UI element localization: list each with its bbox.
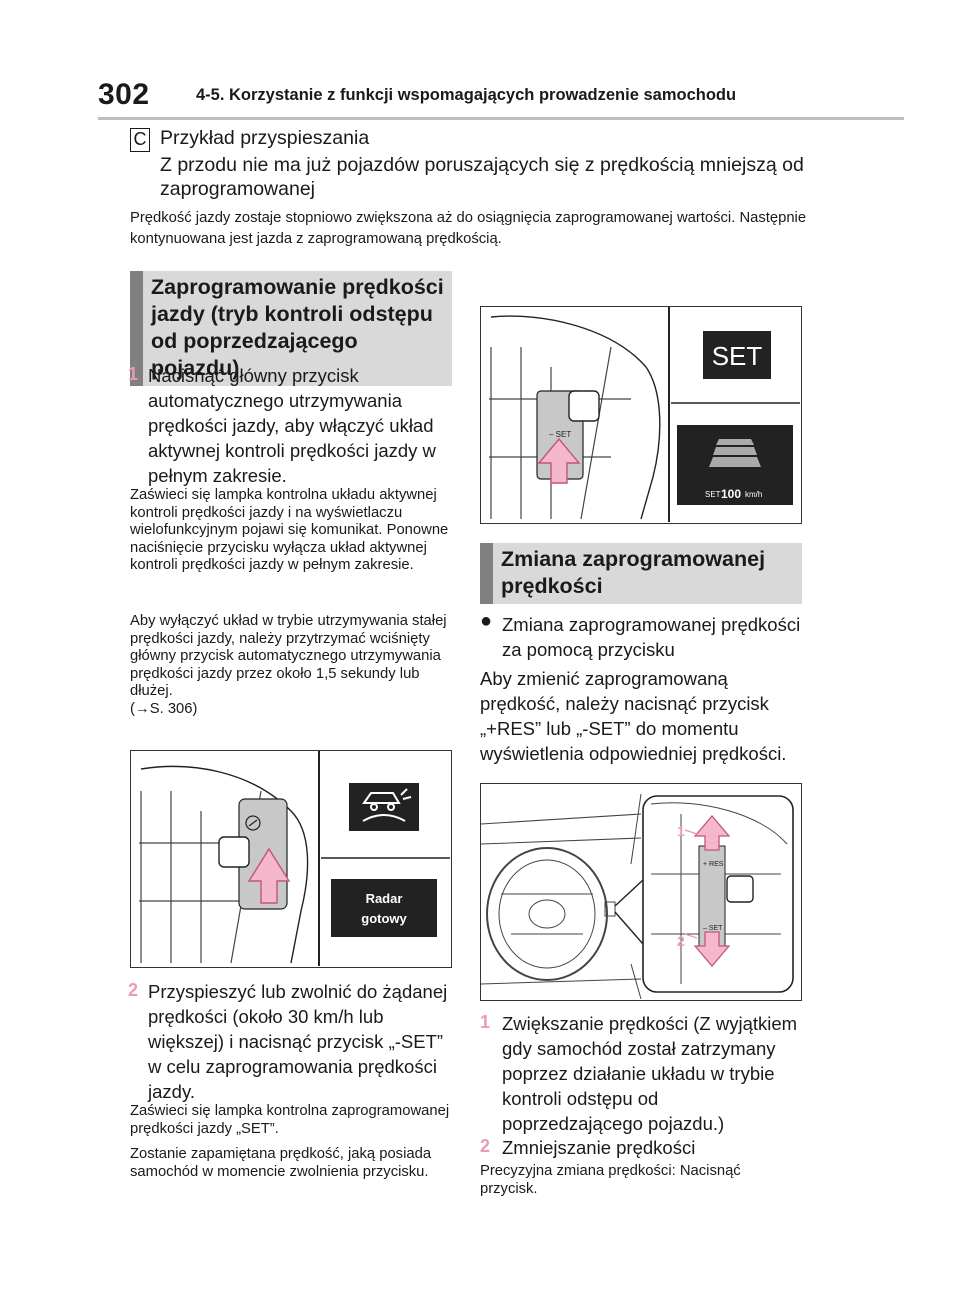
bullet-text: Zmiana zaprogramowanej prędkości za pomo… bbox=[502, 614, 801, 660]
set-button-label: – SET bbox=[703, 925, 723, 932]
step-text: Przyspieszyć lub zwolnić do żądanej pręd… bbox=[148, 981, 448, 1102]
example-description: Z przodu nie ma już pojazdów poruszający… bbox=[160, 154, 804, 200]
step-note: Zostanie zapamiętana prędkość, jaką posi… bbox=[130, 1146, 432, 1180]
display-unit: km/h bbox=[745, 490, 762, 499]
step-number: 2 bbox=[128, 980, 139, 1000]
figure-main-switch: Radar gotowy bbox=[130, 750, 452, 968]
display-set-label: SET bbox=[705, 490, 721, 499]
chapter-title: 4-5. Korzystanie z funkcji wspomagającyc… bbox=[196, 86, 737, 104]
section-heading-programming: Zaprogramowanie prędkości jazdy (tryb ko… bbox=[130, 271, 452, 386]
step-note: Zaświeci się lampka kontrolna zaprogramo… bbox=[130, 1103, 450, 1137]
page-number: 302 bbox=[98, 78, 150, 111]
item-text: Zmniejszanie prędkości bbox=[502, 1137, 696, 1158]
step-number: 1 bbox=[128, 364, 139, 384]
item-number: 1 bbox=[480, 1012, 491, 1032]
step-note: Zaświeci się lampka kontrolna układu akt… bbox=[130, 487, 449, 573]
set-button-label: – SET bbox=[549, 430, 571, 439]
step-note: Aby wyłączyć układ w trybie utrzymywania… bbox=[130, 613, 452, 718]
set-indicator-text: SET bbox=[712, 341, 763, 371]
item-text: Zwiększanie prędkości (Z wyjątkiem gdy s… bbox=[502, 1013, 798, 1134]
step-text: Nacisnąć główny przycisk automatycznego … bbox=[148, 365, 436, 486]
res-button-label: + RES bbox=[703, 861, 724, 868]
figure-res-set-switch: + RES – SET 1 2 bbox=[480, 783, 802, 1001]
callout-1: 1 bbox=[677, 823, 685, 839]
callout-2: 2 bbox=[677, 933, 685, 949]
cruise-radar-icon bbox=[245, 815, 261, 831]
step-note-text: Aby wyłączyć układ w trybie utrzymywania… bbox=[130, 613, 447, 699]
figure-set-switch: – SET SET SET 100 km/h bbox=[480, 306, 802, 524]
example-note: Prędkość jazdy zostaje stopniowo zwiększ… bbox=[130, 210, 807, 247]
header-divider bbox=[98, 117, 904, 120]
radar-cruise-indicator bbox=[349, 783, 419, 831]
section-heading-change-speed: Zmiana zaprogramowanej prędkości bbox=[480, 543, 802, 604]
up-arrow-icon bbox=[693, 814, 731, 851]
press-arrow-icon bbox=[537, 437, 581, 484]
down-arrow-icon bbox=[693, 931, 731, 968]
page-reference-link[interactable]: (→S. 306) bbox=[130, 700, 198, 717]
example-marker: C bbox=[130, 128, 150, 152]
item-note: Precyzyjna zmiana prędkości: Nacisnąć pr… bbox=[480, 1163, 741, 1197]
multi-info-display bbox=[331, 879, 437, 937]
example-title: Przykład przyspieszania bbox=[160, 127, 370, 149]
display-line1: Radar bbox=[366, 891, 403, 906]
bullet-icon: ● bbox=[480, 610, 493, 632]
set-indicator bbox=[703, 331, 771, 379]
display-speed: 100 bbox=[721, 487, 741, 501]
item-number: 2 bbox=[480, 1136, 491, 1156]
display-line2: gotowy bbox=[361, 911, 407, 926]
change-paragraph: Aby zmienić zaprogramowaną prędkość, nal… bbox=[480, 668, 787, 764]
press-arrow-icon bbox=[247, 847, 291, 904]
